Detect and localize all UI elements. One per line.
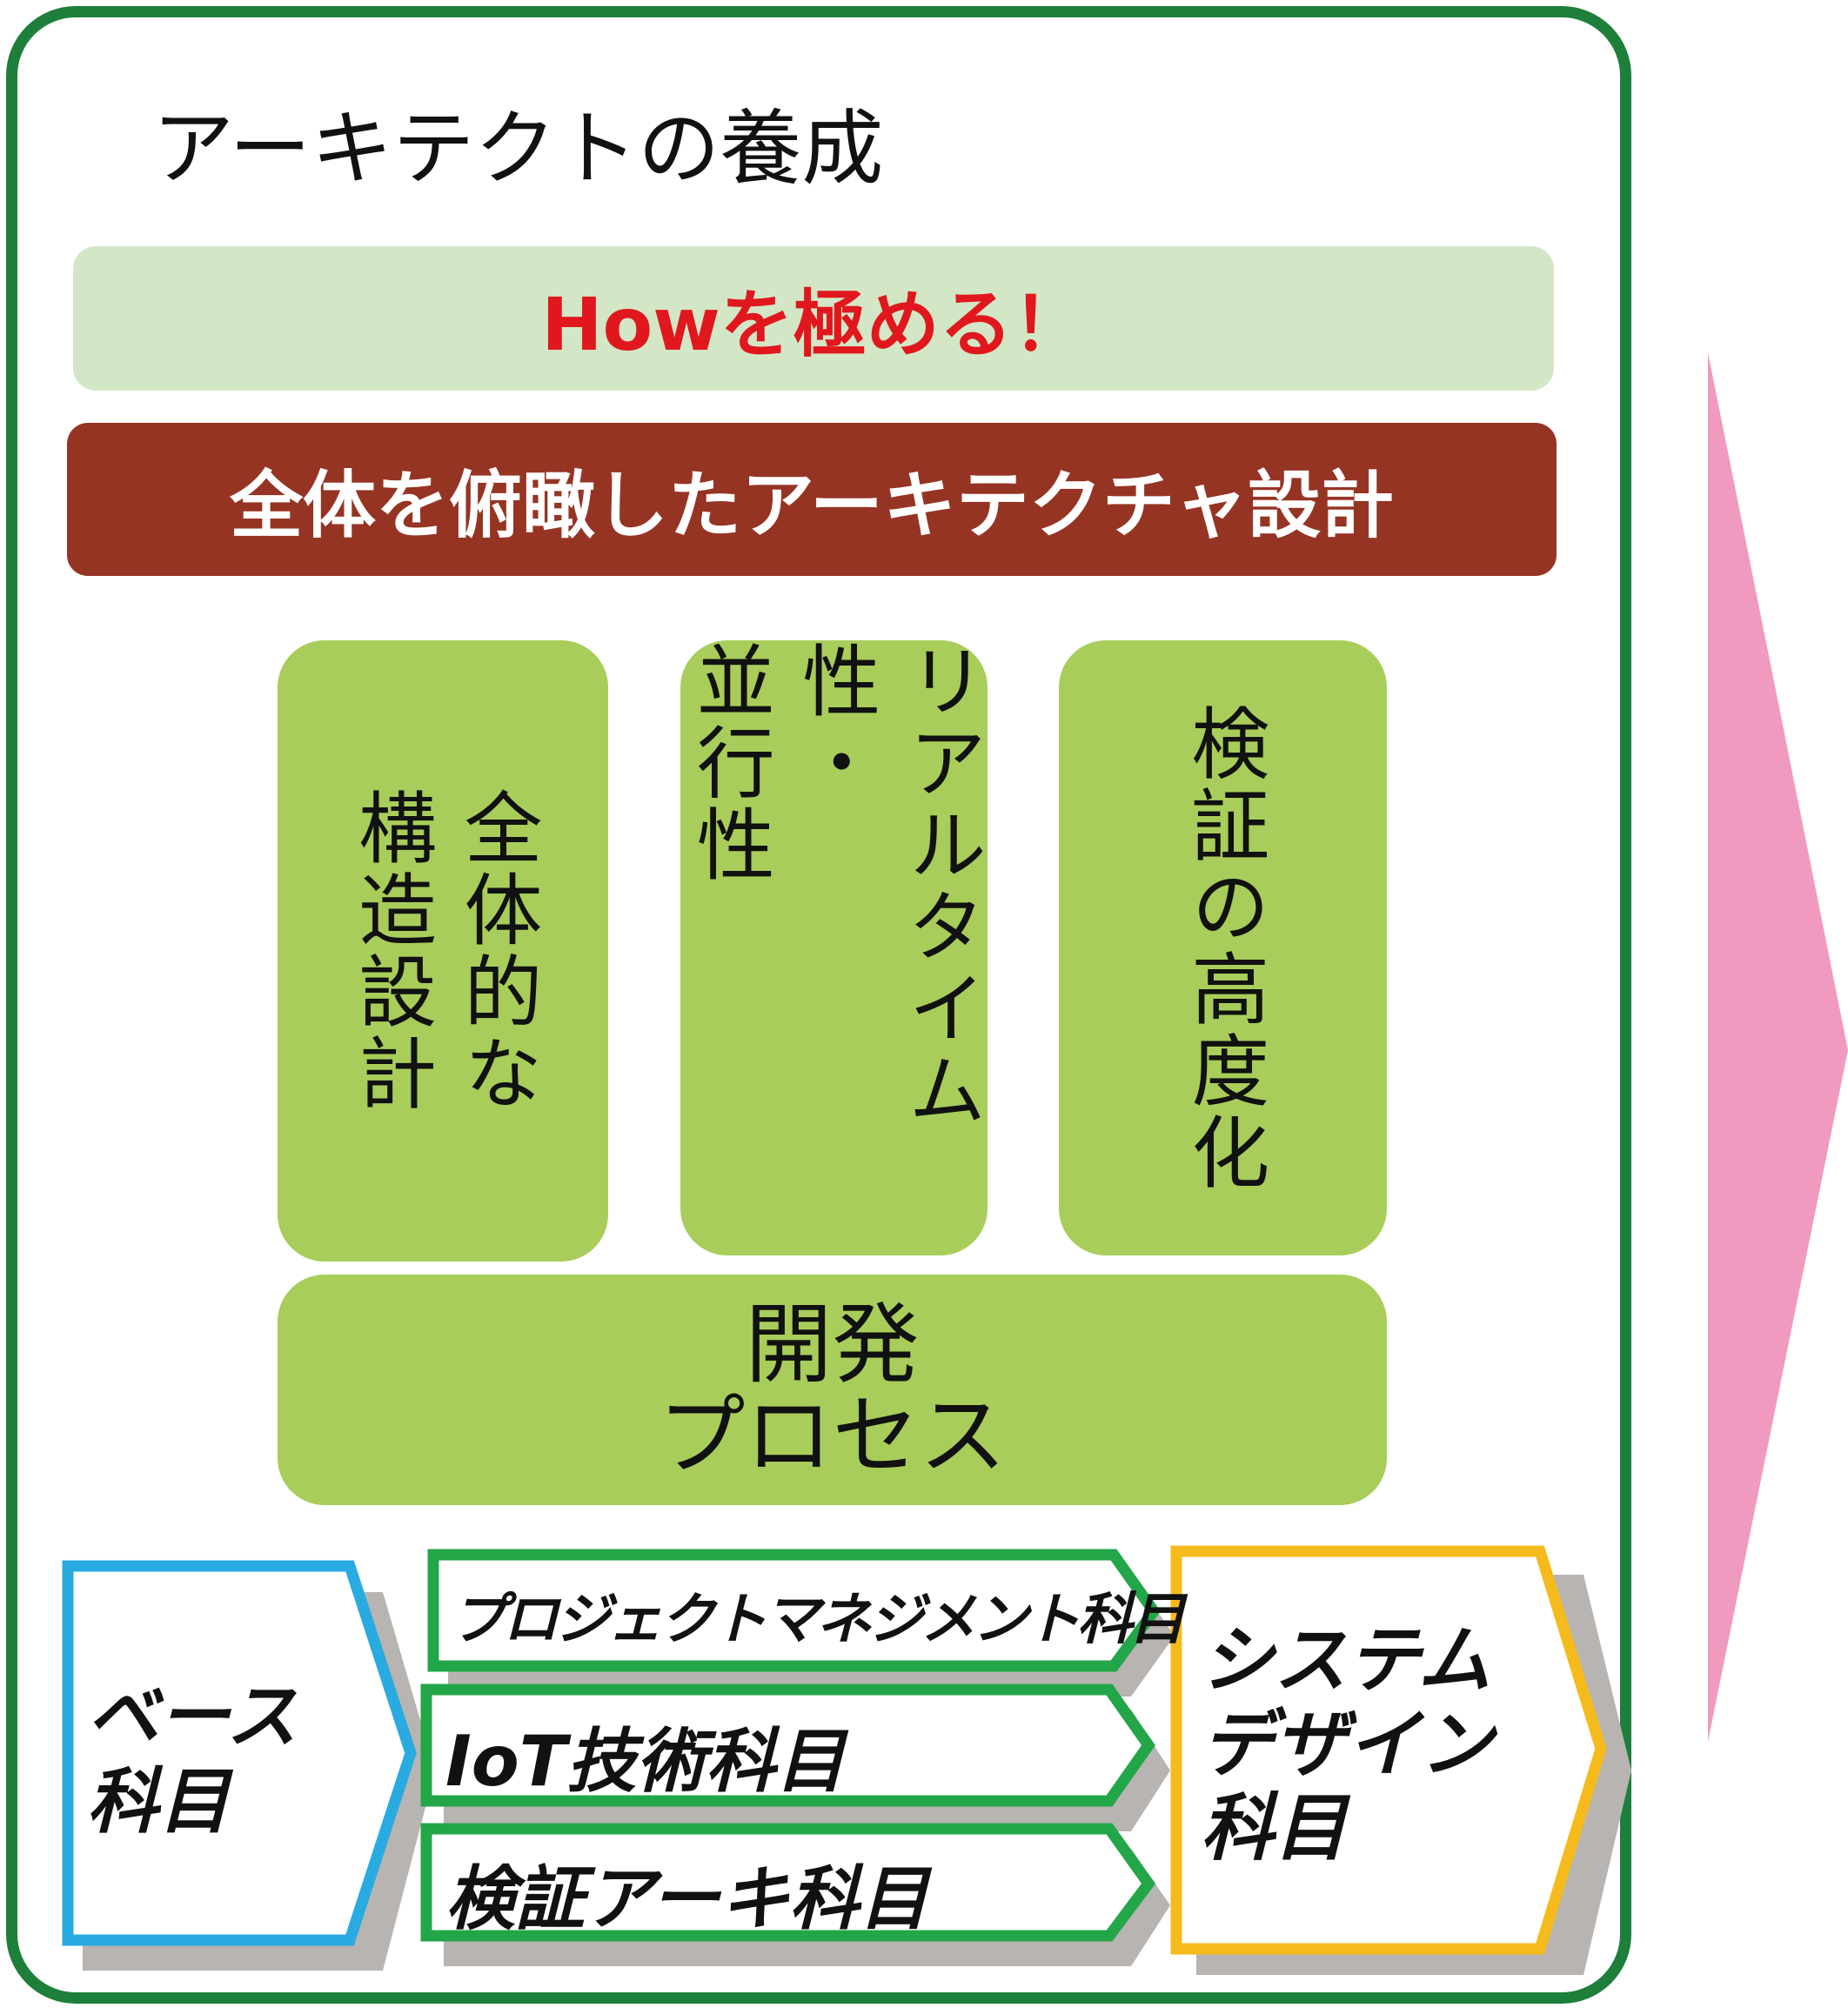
pillar-text: リアルタイム性・	[788, 640, 986, 1131]
pm-course-box	[427, 1549, 1162, 1672]
pillar-overall-structure: 全体的な構造設計	[278, 640, 608, 1262]
pillar-text: 全体的な	[450, 787, 542, 1114]
page-title: アーキテクトの養成	[152, 102, 884, 197]
how-banner-text: Howを極める！	[541, 281, 1086, 367]
base-course-box	[62, 1560, 417, 1946]
label-line: 科目	[1201, 1785, 1348, 1871]
label-line: 科目	[87, 1761, 230, 1844]
pm-course-label: プロジェクトマネジメント科目	[451, 1588, 1185, 1652]
verify-course-box	[420, 1823, 1156, 1942]
pillar-text: 並行性	[682, 640, 774, 886]
iot-course-label: IoT技術科目	[445, 1721, 846, 1802]
pillar-text: 検証の高度化	[1177, 702, 1269, 1194]
base-course-label: ベース 科目	[87, 1675, 298, 1846]
pillar-text: 構造設計	[345, 787, 436, 1114]
iot-course-box	[420, 1683, 1155, 1807]
architecture-band-text: 全体を俯瞰したアーキテクチャ設計	[229, 462, 1395, 548]
pillar-dev-process: 開発 プロセス	[278, 1275, 1387, 1505]
verify-course-label: 検証アーキ科目	[445, 1858, 929, 1939]
pillar-text: プロセス	[658, 1384, 1007, 1487]
label-line: システム	[1201, 1617, 1491, 1703]
pillar-verification: 検証の高度化	[1059, 640, 1387, 1255]
architecture-band: 全体を俯瞰したアーキテクチャ設計	[67, 423, 1557, 576]
pillar-realtime: リアルタイム性・並行性	[680, 640, 988, 1255]
label-line: デザイン	[1201, 1701, 1494, 1787]
progress-arrow	[1708, 352, 1848, 1742]
label-line: ベース	[87, 1676, 298, 1758]
system-course-box	[1170, 1545, 1607, 1955]
system-course-label: システム デザイン 科目	[1201, 1618, 1493, 1871]
pillar-text: 開発	[745, 1293, 920, 1396]
how-banner: Howを極める！	[73, 246, 1554, 391]
outer-frame	[6, 6, 1631, 2004]
